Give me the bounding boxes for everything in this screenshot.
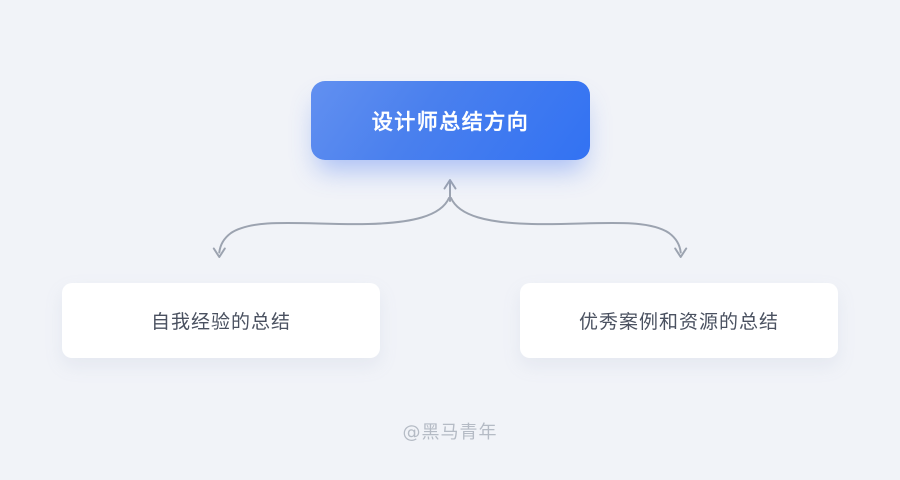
child-node-case-resources[interactable]: 优秀案例和资源的总结 [520,283,838,358]
watermark: @黑马青年 [402,422,498,443]
root-node[interactable]: 设计师总结方向 [311,81,590,160]
child-node-label: 优秀案例和资源的总结 [578,311,779,333]
arrow-to-left-child [212,197,450,258]
child-node-self-experience[interactable]: 自我经验的总结 [62,283,380,358]
root-node-label: 设计师总结方向 [371,109,530,134]
arrow-to-right-child [450,197,688,258]
arrow-up-to-root [443,179,457,202]
child-node-label: 自我经验的总结 [150,311,291,333]
